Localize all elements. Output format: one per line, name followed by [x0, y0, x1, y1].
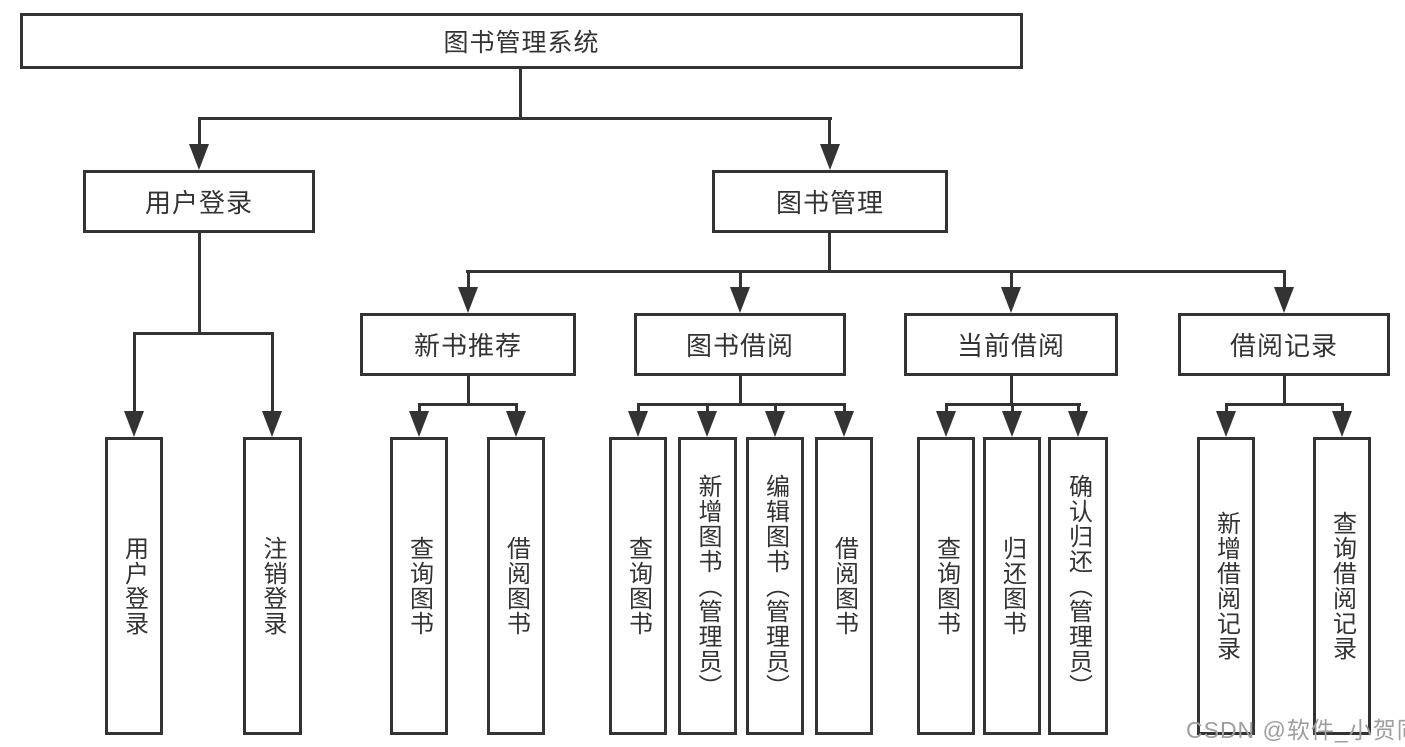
node-label: 用户登录	[120, 536, 148, 636]
connector-line	[467, 375, 470, 406]
connector-line	[418, 403, 518, 406]
leaf-logout: 注销登录	[243, 437, 302, 735]
node-label: 当前借阅	[956, 331, 1065, 361]
node-label: 查询图书	[932, 536, 960, 636]
connector-line	[515, 403, 518, 415]
node-borrow-records: 借阅记录	[1178, 313, 1390, 376]
connector-line	[843, 403, 846, 415]
leaf-query-books-borrowing: 查询图书	[609, 437, 667, 735]
arrowhead	[1002, 411, 1022, 437]
connector-line	[706, 403, 709, 415]
node-label: 新书推荐	[413, 331, 522, 361]
connector-line	[418, 403, 421, 415]
node-user-login: 用户登录	[83, 170, 315, 233]
leaf-query-borrow-record: 查询借阅记录	[1313, 437, 1371, 735]
connector-line	[774, 403, 777, 415]
connector-line	[1283, 375, 1286, 406]
connector-line	[467, 270, 470, 289]
node-label: 注销登录	[259, 536, 286, 636]
node-label: 新增图书（管理员）	[694, 473, 721, 699]
connector-line	[1011, 403, 1014, 415]
watermark: CSDN @软件_小贺同学	[1186, 717, 1405, 743]
connector-line	[133, 332, 274, 335]
leaf-borrow-books-borrowing: 借阅图书	[815, 437, 873, 735]
connector-line	[739, 270, 742, 289]
node-label: 新增借阅记录	[1212, 511, 1240, 661]
node-label: 借阅记录	[1229, 331, 1338, 361]
arrowhead	[697, 411, 717, 437]
node-label: 图书管理系统	[443, 29, 600, 57]
arrowhead	[628, 411, 648, 437]
node-new-book-recommend: 新书推荐	[360, 313, 576, 376]
node-label: 确认归还（管理员）	[1064, 473, 1092, 699]
connector-line	[1341, 403, 1344, 415]
connector-line	[198, 117, 201, 146]
node-label: 编辑图书（管理员）	[761, 473, 789, 699]
arrowhead	[1068, 411, 1088, 437]
connector-line	[637, 403, 640, 415]
connector-line	[1225, 403, 1344, 406]
leaf-add-borrow-record: 新增借阅记录	[1197, 437, 1255, 735]
node-book-borrowing: 图书借阅	[634, 313, 846, 376]
leaf-edit-books-admin: 编辑图书（管理员）	[746, 437, 804, 735]
connector-line	[1283, 270, 1286, 289]
arrowhead	[730, 287, 750, 313]
arrowhead	[1216, 411, 1236, 437]
node-label: 用户登录	[144, 188, 253, 218]
connector-line	[1010, 270, 1013, 289]
leaf-user-login: 用户登录	[105, 437, 163, 735]
leaf-borrow-books-recommend: 借阅图书	[487, 437, 545, 735]
node-book-management: 图书管理	[712, 170, 948, 233]
arrowhead	[458, 287, 478, 313]
node-label: 借阅图书	[830, 536, 858, 636]
arrowhead	[936, 411, 956, 437]
node-label: 查询图书	[624, 536, 652, 636]
arrowhead	[506, 411, 526, 437]
connector-line	[271, 332, 274, 413]
leaf-add-books-admin: 新增图书（管理员）	[678, 437, 737, 735]
connector-line	[1077, 403, 1080, 415]
connector-line	[198, 117, 832, 120]
connector-line	[828, 232, 831, 273]
leaf-query-books-current: 查询图书	[917, 437, 975, 735]
node-label: 图书管理	[775, 188, 884, 218]
arrowhead	[409, 411, 429, 437]
node-label: 归还图书	[998, 536, 1026, 636]
arrowhead	[124, 411, 144, 437]
connector-line	[466, 270, 1286, 273]
arrowhead	[834, 411, 854, 437]
connector-line	[945, 403, 948, 415]
leaf-query-books-recommend: 查询图书	[390, 437, 448, 735]
arrowhead	[1332, 411, 1352, 437]
connector-line	[739, 375, 742, 406]
connector-line	[133, 332, 136, 413]
arrowhead	[765, 411, 785, 437]
node-current-borrowing: 当前借阅	[904, 313, 1118, 376]
connector-line	[1010, 375, 1013, 406]
leaf-confirm-return-admin: 确认归还（管理员）	[1048, 437, 1108, 735]
arrowhead	[189, 144, 209, 170]
node-label: 图书借阅	[685, 331, 794, 361]
node-label: 查询图书	[405, 536, 433, 636]
connector-line	[519, 68, 522, 120]
arrowhead	[1274, 287, 1294, 313]
connector-line	[637, 403, 846, 406]
node-label: 查询借阅记录	[1328, 511, 1356, 661]
connector-line	[198, 232, 201, 335]
arrowhead	[1001, 287, 1021, 313]
node-label: 借阅图书	[502, 536, 530, 636]
arrowhead	[820, 144, 840, 170]
leaf-return-books: 归还图书	[983, 437, 1041, 735]
node-root: 图书管理系统	[20, 13, 1023, 69]
connector-line	[1225, 403, 1228, 415]
connector-line	[828, 117, 831, 146]
arrowhead	[262, 411, 282, 437]
